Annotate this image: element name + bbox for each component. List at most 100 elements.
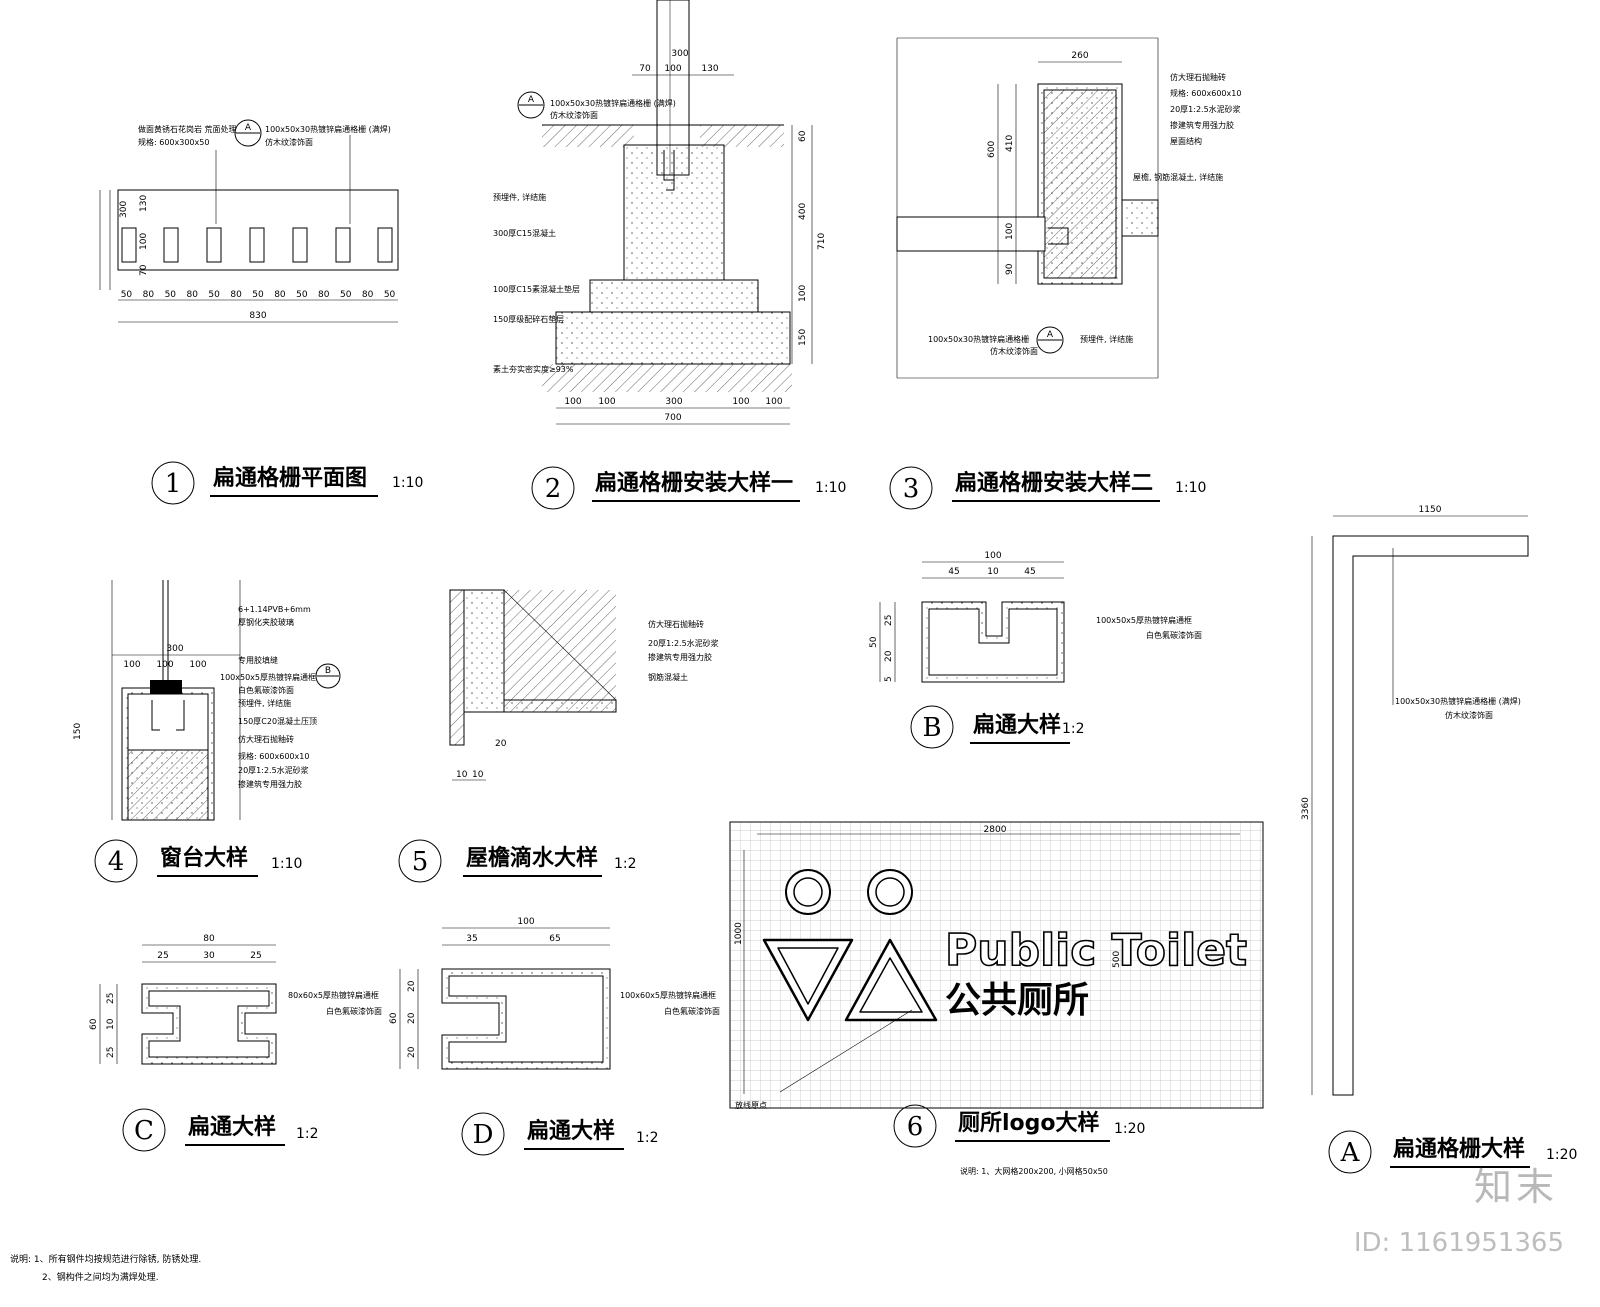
title-d5-name: 屋檐滴水大样 [466, 845, 598, 871]
general-note-1: 说明: 1、所有钢件均按规范进行除锈, 防锈处理. [10, 1255, 202, 1265]
d5-label: 仿大理石抛釉砖 [648, 619, 704, 629]
dC-dim-top: 30 [203, 951, 215, 961]
d1-hdim: 50 [165, 290, 177, 300]
title-d4-name: 窗台大样 [160, 845, 248, 871]
drawing-A-grille: 1150 3360 100x50x30热镀锌扁通格栅 (满焊) 仿木纹漆饰面 [1301, 505, 1529, 1096]
d6-logo-cn: 公共厕所 [945, 980, 1089, 1021]
title-d5-num: 5 [412, 847, 429, 877]
d1-ann-3: 100x50x30热镀锌扁通格栅 (满焊) [265, 124, 391, 134]
d1-ann-1: 做面黄锈石花岗岩 荒面处理 [138, 124, 237, 134]
d2-top-dim: 300 [671, 49, 688, 59]
dD-dim-top: 35 [466, 934, 477, 944]
dB-dim-left: 50 [869, 636, 879, 648]
d3-label: 仿大理石抛釉砖 [1170, 72, 1226, 82]
d4-label: 规格: 600x600x10 [238, 751, 309, 761]
d3-label: 屋面结构 [1170, 136, 1202, 146]
d1-hdim: 80 [143, 290, 155, 300]
dB-dim-left: 20 [884, 650, 894, 662]
dC-dim-left: 25 [106, 993, 116, 1004]
dB-dim-left: 25 [884, 615, 894, 626]
d4-label: 专用胶填缝 [238, 655, 278, 665]
dD-dim-left: 60 [389, 1012, 399, 1024]
title-d2-name: 扁通格栅安装大样一 [595, 470, 793, 496]
d3-vdim: 100 [1005, 223, 1015, 240]
dA-height: 3360 [1301, 797, 1311, 820]
d3-vdim: 600 [987, 141, 997, 158]
title-d5: 5 屋檐滴水大样 1:2 [398, 839, 637, 883]
d6-note: 说明: 1、大网格200x200, 小网格50x50 [960, 1166, 1108, 1176]
d5-dim: 20 [495, 739, 507, 749]
d4-label: 预埋件, 详结施 [238, 698, 291, 708]
d2-label: 150厚级配碎石垫层 [493, 314, 564, 324]
drawing-C-profile: 80 25 30 25 60 25 10 25 80x60x5厚热镀锌扁通框 白… [89, 934, 382, 1065]
title-d3: 3 扁通格栅安装大样二 1:10 [889, 466, 1206, 510]
drawing-D-profile: 100 35 65 60 20 20 20 100x60x5厚热镀锌扁通框 白色… [389, 917, 720, 1070]
title-d2-scale: 1:10 [815, 480, 846, 496]
title-dB-num: B [922, 713, 941, 743]
d6-origin: 放线原点 [735, 1100, 767, 1110]
dD-ann-1: 100x60x5厚热镀锌扁通框 [620, 990, 716, 1000]
d2-vdim: 710 [817, 233, 827, 250]
dC-ann-1: 80x60x5厚热镀锌扁通框 [288, 990, 379, 1000]
title-dA-scale: 1:20 [1546, 1147, 1577, 1163]
d2-vdim: 150 [798, 329, 808, 346]
title-dC-num: C [134, 1116, 154, 1146]
d4-label: 白色氟碳漆饰面 [238, 685, 294, 695]
d3-top-dim: 260 [1071, 51, 1088, 61]
title-d3-num: 3 [903, 474, 920, 504]
d2-ann-top-2: 仿木纹漆饰面 [550, 110, 598, 120]
drawing-5-eave-drip: 仿大理石抛釉砖 20厚1:2.5水泥砂浆 掺建筑专用强力胶 钢筋混凝土 20 1… [449, 589, 719, 781]
d4-label: 厚钢化夹胶玻璃 [238, 617, 294, 627]
dB-dim-top: 100 [984, 551, 1001, 561]
d1-hdim: 80 [362, 290, 374, 300]
title-dC: C 扁通大样 1:2 [122, 1108, 319, 1152]
drawing-B-profile: 100 45 10 45 50 25 20 5 100x50x5厚热镀锌扁通框 … [869, 551, 1202, 683]
dD-dim-top: 65 [549, 934, 560, 944]
d4-label: 20厚1:2.5水泥砂浆 [238, 765, 309, 775]
dB-ann-2: 白色氟碳漆饰面 [1146, 630, 1202, 640]
d1-hdim: 80 [186, 290, 198, 300]
dB-dim-left: 5 [884, 676, 894, 682]
d6-height: 1000 [734, 922, 744, 945]
d6-h500: 500 [1112, 951, 1122, 968]
d1-hdim: 50 [121, 290, 133, 300]
d4-dim: 150 [73, 723, 83, 740]
d1-ann-2: 规格: 600x300x50 [138, 137, 209, 147]
dC-dim-top: 80 [203, 934, 215, 944]
title-dB-scale: 1:2 [1062, 721, 1085, 737]
title-dC-name: 扁通大样 [188, 1114, 276, 1140]
d2-bottom-dim: 300 [665, 397, 682, 407]
d1-hdim: 80 [230, 290, 242, 300]
dC-dim-top: 25 [250, 951, 261, 961]
d2-top-dim: 130 [701, 64, 718, 74]
d4-label: 仿大理石抛釉砖 [238, 734, 294, 744]
dD-dim-top: 100 [517, 917, 534, 927]
d3-vdim: 410 [1005, 135, 1015, 152]
d1-vdim: 130 [139, 195, 149, 212]
d2-callout: A [528, 95, 535, 105]
d2-vdim: 60 [798, 130, 808, 142]
d2-vdim: 100 [798, 285, 808, 302]
drawing-1-plan: A 做面黄锈石花岗岩 荒面处理 规格: 600x300x50 100x50x30… [99, 119, 399, 323]
dC-dim-left: 25 [106, 1047, 116, 1058]
dC-dim-top: 25 [157, 951, 168, 961]
dA-ann-2: 仿木纹漆饰面 [1445, 710, 1493, 720]
dB-ann-1: 100x50x5厚热镀锌扁通框 [1096, 615, 1192, 625]
d4-label: 100x50x5厚热镀锌扁通框 [220, 672, 316, 682]
d3-label: 屋檐, 钢筋混凝土, 详结施 [1133, 172, 1223, 182]
d2-label: 100厚C15素混凝土垫层 [493, 284, 580, 294]
title-dA-name: 扁通格栅大样 [1393, 1136, 1525, 1162]
title-dC-scale: 1:2 [296, 1126, 319, 1142]
title-d4-scale: 1:10 [271, 856, 302, 872]
d5-label: 20厚1:2.5水泥砂浆 [648, 638, 719, 648]
d4-dim: 100 [123, 660, 140, 670]
d2-bottom-dim: 100 [564, 397, 581, 407]
general-note-2: 2、钢构件之间均为满焊处理. [42, 1273, 159, 1283]
d3-vdim: 90 [1005, 263, 1015, 275]
d2-bottom-dim: 100 [765, 397, 782, 407]
d4-dim: 300 [166, 644, 183, 654]
d1-hdim: 50 [384, 290, 396, 300]
d4-label: 6+1.14PVB+6mm [238, 605, 311, 614]
d5-dim: 10 [472, 770, 484, 780]
d4-label: 掺建筑专用强力胶 [238, 779, 302, 789]
